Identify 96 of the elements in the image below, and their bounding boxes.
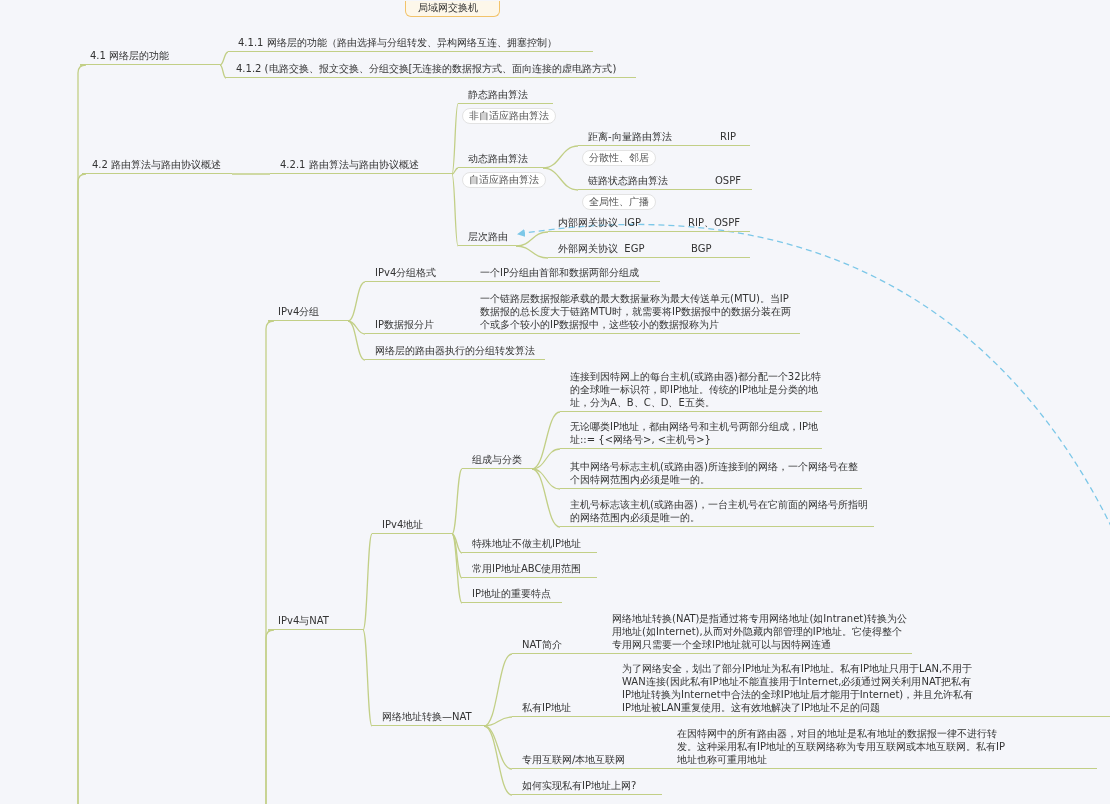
branch-line xyxy=(347,320,366,335)
branch-line xyxy=(515,245,549,259)
branch-line xyxy=(542,145,579,169)
branch-line xyxy=(265,629,275,804)
topic-underline xyxy=(80,49,220,65)
topic-note: 一个IP分组由首部和数据两部分组成 xyxy=(480,266,639,279)
topic-underline xyxy=(548,242,750,258)
topic-note: 在因特网中的所有路由器，对目的地址是私有地址的数据报一律不进行转发。这种采用私有IP地址的互联网络称为专用互联网或本地互联网。私有IP地址也称可重用地址 xyxy=(677,727,1006,766)
topic-label: 局域网交换机 xyxy=(418,1,478,15)
topic-note: RIP xyxy=(720,130,736,143)
branch-line xyxy=(542,167,579,191)
topic-label: 距离-向量路由算法 xyxy=(588,130,672,143)
topic-note: BGP xyxy=(691,242,712,255)
topic-underline xyxy=(268,305,348,321)
topic-underline xyxy=(226,62,636,78)
branch-line xyxy=(483,716,513,727)
branch-line xyxy=(531,468,561,490)
topic-underline xyxy=(462,453,532,469)
branch-line xyxy=(451,103,459,175)
topic-box xyxy=(405,1,500,17)
branch-line xyxy=(451,173,459,247)
topic-label: 内部网关协议 IGP xyxy=(558,216,642,229)
topic-underline xyxy=(578,130,750,146)
topic-label: 网络层的路由器执行的分组转发算法 xyxy=(375,344,535,357)
branch-line xyxy=(531,468,561,528)
topic-label: IPv4与NAT xyxy=(278,614,329,627)
topic-underline xyxy=(270,158,452,174)
topic-label: 动态路由算法 xyxy=(468,152,528,165)
topic-label: 主机号标志该主机(或路由器)，一台主机号在它前面的网络号所指明的网络范围内必须是唯一的。 xyxy=(570,498,869,524)
branch-line xyxy=(451,533,463,604)
topic-underline xyxy=(458,230,516,246)
tag-pill: 分散性、邻居 xyxy=(582,150,656,166)
topic-label: 4.1.2 (电路交换、报文交换、分组交换[无连接的数据报方式、面向连接的虚电路方式) xyxy=(236,62,617,75)
topic-label: 其中网络号标志主机(或路由器)所连接到的网络，一个网络号在整个因特网范围内必须是唯一的。 xyxy=(570,460,859,486)
branch-line xyxy=(515,231,549,247)
topic-underline xyxy=(458,88,553,104)
topic-note: 网络地址转换(NAT)是指通过将专用网络地址(如Intranet)转换为公用地址(如Internet),从而对外隐藏内部管理的IP地址。它使得整个专用网只需要一个全球IP地址就可以与因特网连通 xyxy=(612,612,908,651)
topic-label: 如何实现私有IP地址上网? xyxy=(522,779,637,792)
branch-line xyxy=(483,725,513,796)
branch-line xyxy=(362,629,373,727)
branch-line xyxy=(451,533,463,579)
branch-line xyxy=(219,64,227,79)
topic-label: 4.1 网络层的功能 xyxy=(90,49,170,62)
topic-underline xyxy=(372,710,484,726)
topic-label: 4.2.1 路由算法与路由协议概述 xyxy=(280,158,419,171)
topic-label: 常用IP地址ABC使用范围 xyxy=(472,562,582,575)
tag-pill: 自适应路由算法 xyxy=(462,172,546,188)
topic-label: 特殊地址不做主机IP地址 xyxy=(472,537,581,550)
tag-pill: 非自适应路由算法 xyxy=(462,108,556,124)
topic-underline xyxy=(462,537,597,553)
branch-line xyxy=(219,51,229,66)
branch-line xyxy=(347,281,366,322)
topic-underline xyxy=(512,779,662,795)
topic-label: IPv4分组格式 xyxy=(375,266,437,279)
branch-line xyxy=(451,167,459,175)
topic-label: 链路状态路由算法 xyxy=(588,174,668,187)
branch-line xyxy=(362,533,373,631)
topic-underline xyxy=(462,562,597,578)
topic-label: NAT简介 xyxy=(522,638,562,651)
branch-line xyxy=(483,653,513,727)
topic-label: IP地址的重要特点 xyxy=(472,587,551,600)
topic-underline xyxy=(462,587,562,603)
topic-label: 无论哪类IP地址，都由网络号和主机号两部分组成，IP地址::= {<网络号>, <主机号>} xyxy=(570,420,819,446)
topic-label: 组成与分类 xyxy=(472,453,522,466)
branch-line xyxy=(451,468,463,535)
topic-label: 4.1.1 网络层的功能（路由选择与分组转发、异构网络互连、拥塞控制） xyxy=(238,36,557,49)
tag-pill: 全局性、广播 xyxy=(582,194,656,210)
topic-label: IP数据报分片 xyxy=(375,318,434,331)
topic-note: OSPF xyxy=(715,174,741,187)
topic-underline xyxy=(228,36,593,52)
branch-line xyxy=(231,173,271,175)
topic-underline xyxy=(458,152,543,168)
topic-label: IPv4地址 xyxy=(382,518,424,531)
topic-label: 4.2 路由算法与路由协议概述 xyxy=(92,158,222,171)
topic-label: 私有IP地址 xyxy=(522,701,571,714)
topic-note: 为了网络安全，划出了部分IP地址为私有IP地址。私有IP地址只用于LAN,不用于WAN连接(因此私有IP地址不能直接用于Internet,必须通过网关利用NAT把私有IP地址转换为Internet中合法的全球IP地址后才能用于Internet)，并且允许私有IP地址被LAN重复使用。这有效地解决了IP地址不足的问题 xyxy=(622,662,974,714)
topic-underline xyxy=(365,266,660,282)
topic-label: 静态路由算法 xyxy=(468,88,528,101)
topic-underline xyxy=(268,614,363,630)
topic-underline xyxy=(578,174,752,190)
topic-note: 一个链路层数据报能承载的最大数据量称为最大传送单元(MTU)。当IP数据报的总长度大于链路MTU时，就需要将IP数据报中的数据分装在两个或多个较小的IP数据报中，这些较小的数据报称为片 xyxy=(480,292,793,331)
topic-label: 外部网关协议 EGP xyxy=(558,242,645,255)
topic-label: IPv4分组 xyxy=(278,305,320,318)
topic-underline xyxy=(548,216,750,232)
branch-line xyxy=(531,448,561,470)
topic-label: 专用互联网/本地互联网 xyxy=(522,753,626,766)
topic-note: RIP、OSPF xyxy=(688,216,740,229)
topic-label: 层次路由 xyxy=(468,230,508,243)
topic-label: 连接到因特网上的每台主机(或路由器)都分配一个32比特的全球唯一标识符，即IP地址。传统的IP地址是分类的地址，分为A、B、C、D、E五类。 xyxy=(570,370,822,409)
topic-underline xyxy=(82,158,232,174)
topic-underline xyxy=(372,518,452,534)
branch-line xyxy=(347,320,366,361)
topic-underline xyxy=(365,344,545,360)
branch-line xyxy=(451,533,463,554)
topic-label: 网络地址转换—NAT xyxy=(382,710,472,723)
branch-line xyxy=(531,411,561,470)
